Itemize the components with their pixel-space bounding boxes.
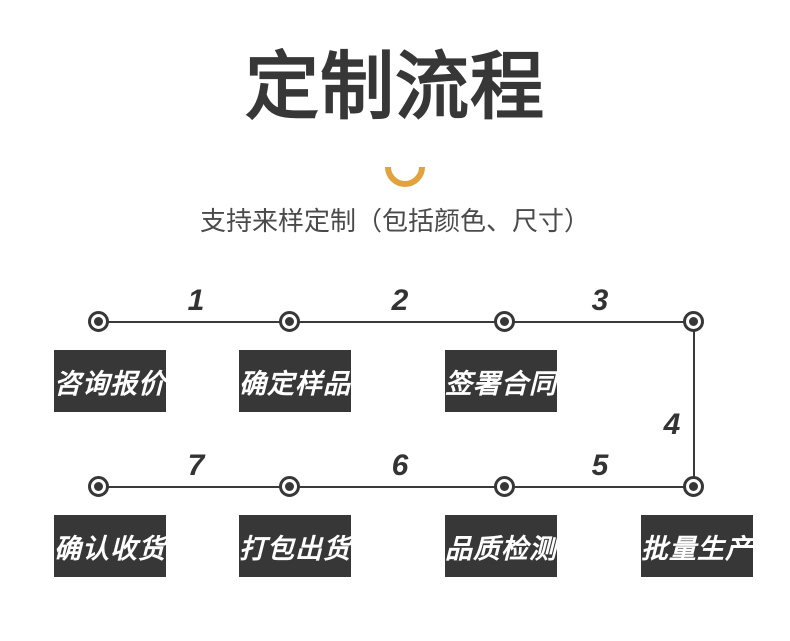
step-box-inquiry-quote: 咨询报价 xyxy=(54,350,166,412)
node-dot-icon xyxy=(500,482,509,491)
node-dot-icon xyxy=(689,317,698,326)
connector-node xyxy=(279,311,300,332)
connector-node xyxy=(494,311,515,332)
step-box-quality-check: 品质检测 xyxy=(445,515,557,577)
connector-node xyxy=(683,476,704,497)
connector-node xyxy=(88,476,109,497)
node-dot-icon xyxy=(94,317,103,326)
smile-arc-icon xyxy=(379,162,431,190)
flow-line-right xyxy=(693,322,695,487)
node-dot-icon xyxy=(94,482,103,491)
node-dot-icon xyxy=(689,482,698,491)
step-box-confirm-sample: 确定样品 xyxy=(239,350,351,412)
connector-node xyxy=(494,476,515,497)
connector-node xyxy=(88,311,109,332)
connector-node xyxy=(279,476,300,497)
node-dot-icon xyxy=(285,317,294,326)
step-box-mass-production: 批量生产 xyxy=(641,515,753,577)
connector-node xyxy=(683,311,704,332)
flow-line-bottom xyxy=(99,486,694,488)
segment-number-2: 2 xyxy=(391,284,409,317)
step-box-confirm-receipt: 确认收货 xyxy=(54,515,166,577)
node-dot-icon xyxy=(500,317,509,326)
segment-number-3: 3 xyxy=(591,284,609,317)
step-box-pack-ship: 打包出货 xyxy=(239,515,351,577)
flow-line-top xyxy=(99,321,694,323)
segment-number-6: 6 xyxy=(391,449,409,482)
subtitle: 支持来样定制（包括颜色、尺寸） xyxy=(199,206,590,236)
segment-number-1: 1 xyxy=(187,284,205,317)
step-box-sign-contract: 签署合同 xyxy=(445,350,557,412)
page-title: 定制流程 xyxy=(245,45,545,128)
node-dot-icon xyxy=(285,482,294,491)
segment-number-4: 4 xyxy=(663,408,681,441)
segment-number-5: 5 xyxy=(591,449,609,482)
segment-number-7: 7 xyxy=(187,449,205,482)
